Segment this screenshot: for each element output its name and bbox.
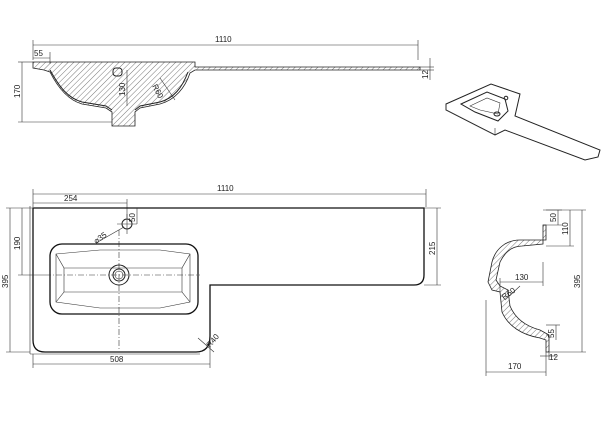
top-height-label: 170 xyxy=(13,84,22,98)
side-top-depth-label: 50 xyxy=(549,213,558,222)
iso-bowl xyxy=(459,91,509,122)
plan-total-depth-label: 395 xyxy=(1,274,10,288)
side-bowl-depth-label: 130 xyxy=(515,273,529,282)
plan-outline xyxy=(32,207,425,353)
side-section-view: 50 110 395 130 R60 55 12 170 xyxy=(485,209,586,376)
side-total-height-label: 395 xyxy=(573,274,582,288)
top-section-view: 1110 55 170 130 R60 12 xyxy=(13,35,434,127)
plan-bowl xyxy=(49,243,199,315)
top-rim-label: 55 xyxy=(34,49,43,58)
plan-tap-depth-label: 50 xyxy=(128,213,137,222)
plan-tap-offset-label: 254 xyxy=(64,194,78,203)
plan-right-depth-label: 215 xyxy=(428,241,437,255)
plan-length-label: 1110 xyxy=(217,184,234,193)
top-thickness-label: 12 xyxy=(421,70,430,79)
plan-view: 1110 254 ⌀35 50 190 xyxy=(1,184,441,368)
plan-tap-hole-label: ⌀35 xyxy=(92,230,109,246)
plan-corner-radius-label: R40 xyxy=(205,332,222,349)
isometric-view xyxy=(445,83,601,161)
iso-tap-hole xyxy=(503,95,509,101)
side-width-label: 170 xyxy=(508,362,522,371)
top-bowl-depth-label: 130 xyxy=(118,82,127,96)
side-thickness-label: 12 xyxy=(549,353,558,362)
plan-bowl-depth-label: 190 xyxy=(13,236,22,250)
top-basin-section xyxy=(32,61,421,127)
top-length-label: 1110 xyxy=(215,35,232,44)
iso-drain xyxy=(493,111,501,117)
overflow-slot xyxy=(112,67,123,77)
side-back-height-label: 110 xyxy=(561,222,570,235)
side-bottom-offset-label: 55 xyxy=(547,329,556,338)
plan-width-label: 508 xyxy=(110,355,124,364)
side-basin-section xyxy=(487,224,550,353)
